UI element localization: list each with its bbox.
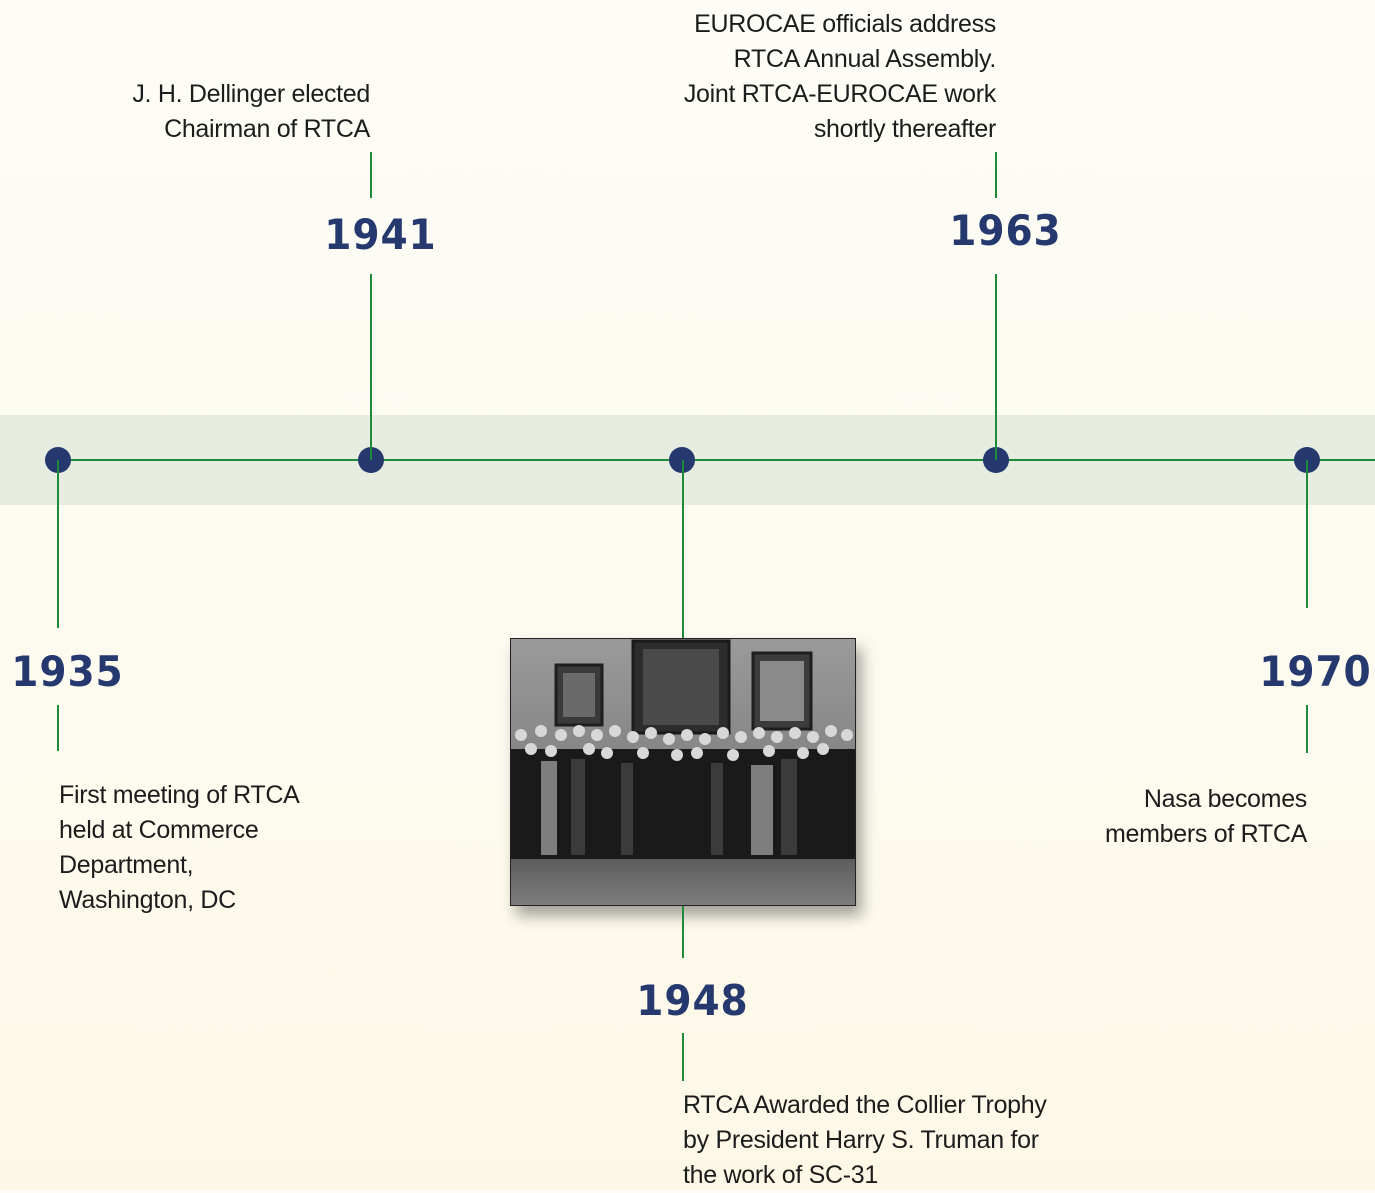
- year-label-1963: 1963: [949, 206, 1062, 255]
- connector-line: [995, 274, 997, 460]
- connector-line: [682, 460, 684, 640]
- description-line: by President Harry S. Truman for: [683, 1126, 1039, 1154]
- description-line: members of RTCA: [1104, 820, 1307, 848]
- description-line: shortly thereafter: [813, 115, 996, 143]
- description-line: Department,: [59, 851, 194, 879]
- connector-line: [57, 705, 59, 751]
- description-line: Washington, DC: [59, 886, 236, 914]
- connector-line: [995, 152, 997, 198]
- description-line: First meeting of RTCA: [59, 781, 300, 809]
- timeline-axis: [58, 459, 1375, 461]
- year-label-1948: 1948: [636, 976, 749, 1025]
- event-description-1935: First meeting of RTCA held at Commerce D…: [59, 778, 300, 918]
- event-description-1963: EUROCAE officials address RTCA Annual As…: [684, 7, 996, 147]
- connector-line: [57, 460, 59, 628]
- description-line: the work of SC-31: [683, 1161, 878, 1189]
- year-label-1970: 1970: [1259, 647, 1372, 696]
- description-line: Chairman of RTCA: [164, 115, 370, 143]
- year-label-1941: 1941: [324, 210, 437, 259]
- event-description-1941: J. H. Dellinger elected Chairman of RTCA: [132, 77, 370, 147]
- description-line: Nasa becomes: [1143, 785, 1307, 813]
- historical-photo: [510, 638, 856, 906]
- year-label-1935: 1935: [11, 647, 124, 696]
- connector-line: [1306, 705, 1308, 753]
- connector-line: [682, 1033, 684, 1081]
- description-line: EUROCAE officials address: [694, 10, 996, 38]
- group-photo-image: [511, 639, 855, 905]
- description-line: RTCA Awarded the Collier Trophy: [683, 1091, 1047, 1119]
- connector-line: [370, 274, 372, 460]
- connector-line: [682, 906, 684, 958]
- connector-line: [1306, 460, 1308, 608]
- event-description-1948: RTCA Awarded the Collier Trophy by Presi…: [683, 1088, 1047, 1193]
- description-line: J. H. Dellinger elected: [132, 80, 370, 108]
- connector-line: [370, 152, 372, 198]
- description-line: RTCA Annual Assembly.: [733, 45, 997, 73]
- description-line: held at Commerce: [59, 816, 259, 844]
- event-description-1970: Nasa becomes members of RTCA: [1105, 782, 1307, 852]
- description-line: Joint RTCA-EUROCAE work: [683, 80, 996, 108]
